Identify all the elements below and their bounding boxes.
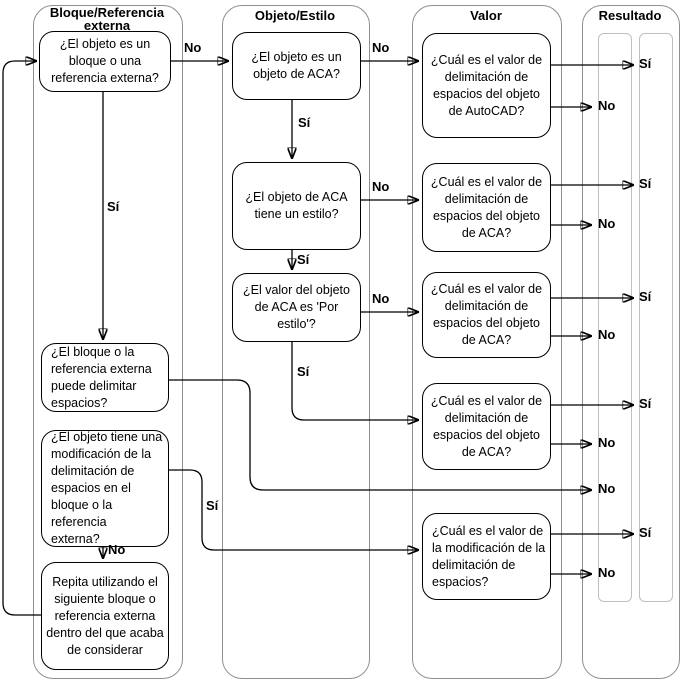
edge-label-l3-yes: Sí (206, 498, 219, 513)
lane-header-value: Valor (470, 8, 502, 23)
result-label-yes-5: Sí (639, 525, 652, 540)
result-label-yes-2: Sí (639, 176, 652, 191)
edge-label-l3-no: No (108, 542, 126, 557)
edge-label-l1-yes: Sí (107, 199, 120, 214)
node-value-aca-object-3: ¿Cuál es el valor de delimitación de esp… (422, 383, 551, 470)
result-label-no-3: No (598, 327, 616, 342)
result-label-no-6: No (598, 565, 616, 580)
result-no-column (598, 33, 632, 602)
edge-label-m3-no: No (372, 291, 390, 306)
node-value-aca-object-2: ¿Cuál es el valor de delimitación de esp… (422, 272, 551, 358)
edge-label-m1-yes: Sí (298, 115, 311, 130)
lane-result (582, 5, 680, 679)
result-label-yes-4: Sí (639, 396, 652, 411)
result-label-no-1: No (598, 98, 616, 113)
result-yes-column (639, 33, 673, 602)
lane-header-result: Resultado (598, 8, 662, 23)
node-aca-has-style: ¿El objeto de ACA tiene un estilo? (232, 162, 361, 250)
lane-header-object-style: Objeto/Estilo (254, 8, 336, 23)
result-label-yes-1: Sí (639, 56, 652, 71)
node-aca-value-by-style: ¿El valor del objeto de ACA es 'Por esti… (232, 273, 361, 342)
edge-label-m3-yes: Sí (297, 364, 310, 379)
node-repeat-next-block: Repita utilizando el siguiente bloque o … (41, 562, 169, 670)
lane-object-style (222, 5, 370, 679)
edge-label-l1-no: No (184, 40, 202, 55)
edge-label-m2-no: No (372, 179, 390, 194)
node-is-aca-object: ¿El objeto es un objeto de ACA? (232, 32, 361, 100)
result-label-yes-3: Sí (639, 289, 652, 304)
lane-header-block-xref: Bloque/Referencia externa (49, 5, 165, 33)
result-label-no-4: No (598, 435, 616, 450)
edge-label-m1-no: No (372, 40, 390, 55)
node-can-delimit-spaces: ¿El bloque o la referencia externa puede… (41, 343, 169, 412)
node-value-autocad-object: ¿Cuál es el valor de delimitación de esp… (422, 33, 551, 138)
node-has-space-override: ¿El objeto tiene una modificación de la … (41, 430, 169, 547)
result-label-no-2: No (598, 216, 616, 231)
edge-label-m2-yes: Sí (297, 252, 310, 267)
node-value-aca-object-1: ¿Cuál es el valor de delimitación de esp… (422, 163, 551, 252)
result-label-no-5: No (598, 481, 616, 496)
node-value-space-override: ¿Cuál es el valor de la modificación de … (422, 513, 551, 600)
node-is-block-or-xref: ¿El objeto es un bloque o una referencia… (39, 31, 171, 92)
